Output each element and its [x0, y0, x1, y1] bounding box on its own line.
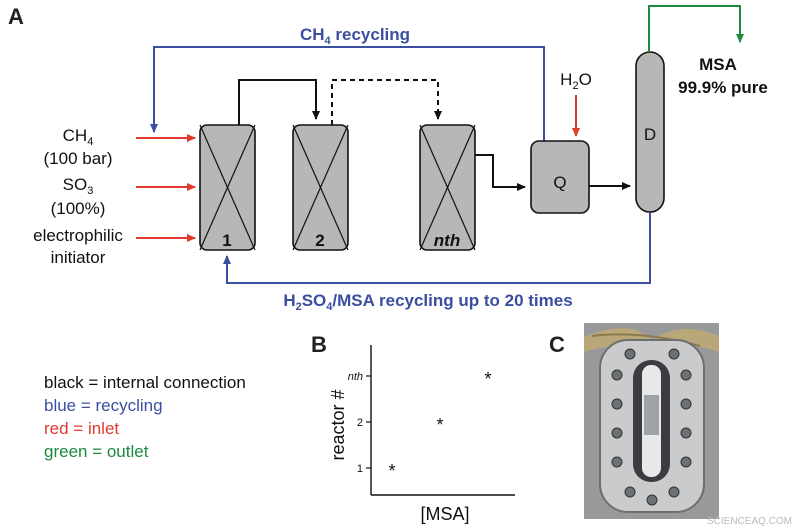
legend-outlet: green = outlet: [44, 442, 149, 461]
initiator-label-line1: electrophilic: [33, 226, 123, 245]
reactor-1: 1: [199, 124, 256, 251]
initiator-label-line2: initiator: [51, 248, 106, 267]
ch4-recycling-label: CH4 recycling: [300, 25, 410, 47]
reactor1-to-reactor2-line: [238, 79, 320, 125]
chart-data-point: *: [436, 415, 443, 435]
reactor-msa-chart: reactor # [MSA] 1 2 nth * * *: [328, 345, 515, 524]
distillation-column: D: [635, 51, 665, 213]
chart-y-tick-label: 2: [357, 417, 363, 429]
water-inlet-label: H2O: [560, 70, 592, 92]
sealed-reactor-photo-icon: [584, 323, 719, 519]
ch4-inlet-label: CH4: [63, 126, 94, 148]
legend-recycling: blue = recycling: [44, 396, 163, 415]
reactor-2-label: 2: [315, 231, 324, 250]
chart-y-tick-label: 1: [357, 463, 363, 475]
distill-label: D: [644, 125, 656, 144]
legend-inlet: red = inlet: [44, 419, 119, 438]
ch4-recycle-line: [150, 46, 545, 141]
reactor-1-label: 1: [222, 231, 231, 250]
panel-c-letter: C: [549, 332, 565, 357]
chart-y-label: reactor #: [328, 389, 348, 460]
product-purity: 99.9% pure: [678, 78, 768, 97]
chart-x-label: [MSA]: [420, 504, 469, 524]
quench-label: Q: [553, 173, 566, 192]
acid-recycle-line: [223, 212, 651, 284]
chart-y-tick-label: nth: [348, 371, 363, 383]
acid-recycling-label: H2SO4/MSA recycling up to 20 times: [283, 291, 572, 313]
so3-purity-label: (100%): [51, 199, 106, 218]
chart-data-point: *: [484, 369, 491, 389]
product-outlet-line: [648, 5, 744, 52]
chart-data-point: *: [388, 461, 395, 481]
ch4-pressure-label: (100 bar): [44, 149, 113, 168]
quench-vessel: Q: [530, 140, 590, 214]
reactorn-to-quench-line: [475, 154, 526, 191]
so3-inlet-label: SO3: [63, 175, 94, 197]
reactor-nth-label: nth: [434, 231, 460, 250]
watermark: SCIENCEAQ.COM: [707, 516, 792, 527]
reactor-nth: nth: [419, 124, 476, 251]
product-name: MSA: [699, 55, 737, 74]
panel-b-letter: B: [311, 332, 327, 357]
reactor2-to-reactorn-dashed: [331, 79, 442, 125]
legend-internal: black = internal connection: [44, 373, 246, 392]
panel-a-letter: A: [8, 4, 24, 29]
reactor-2: 2: [292, 124, 349, 251]
